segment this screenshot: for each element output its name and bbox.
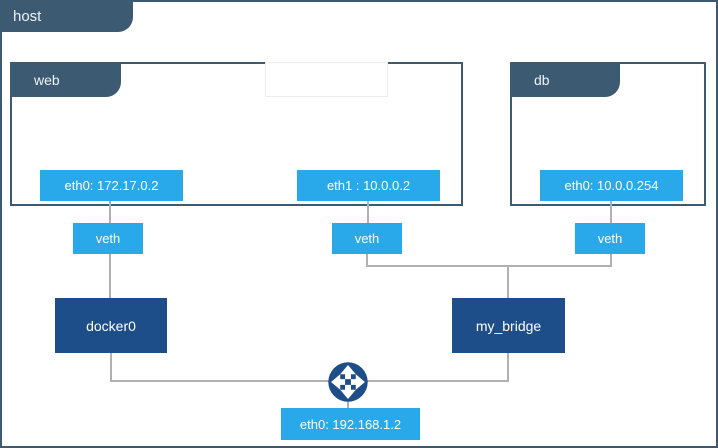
container-db-tab: db — [510, 62, 620, 97]
host-tab: host — [0, 0, 133, 32]
connector-db-eth0-to-veth3 — [610, 200, 612, 224]
web-eth1-text: eth1 : 10.0.0.2 — [326, 178, 411, 193]
web-eth1-interface-label: eth1 : 10.0.0.2 — [297, 170, 440, 201]
db-eth0-interface-label: eth0: 10.0.0.254 — [540, 170, 683, 201]
container-web-label: web — [34, 71, 60, 88]
connector-veth1-to-docker0 — [109, 253, 111, 299]
veth1-text: veth — [95, 231, 121, 246]
connector-docker0-drop — [110, 352, 112, 382]
host-eth0-text: eth0: 192.168.1.2 — [299, 416, 402, 432]
connector-web-eth0-to-veth1 — [109, 200, 111, 224]
docker0-bridge-node: docker0 — [55, 298, 167, 353]
connector-bridges-to-router-rail — [110, 380, 509, 382]
veth3-text: veth — [597, 231, 623, 246]
connector-veth2-drop — [366, 253, 368, 267]
web-eth0-interface-label: eth0: 172.17.0.2 — [40, 170, 183, 201]
my-bridge-node: my_bridge — [452, 298, 565, 353]
connector-rail-to-mybridge — [507, 265, 509, 299]
router-icon — [326, 360, 370, 404]
veth-node-1: veth — [73, 223, 143, 254]
connector-web-eth1-to-veth2 — [367, 200, 369, 224]
connector-mybridge-drop — [507, 352, 509, 382]
container-db-label: db — [534, 71, 550, 88]
host-eth0-interface-label: eth0: 192.168.1.2 — [281, 408, 420, 440]
my-bridge-text: my_bridge — [475, 317, 542, 334]
veth-node-3: veth — [575, 223, 645, 254]
connector-veths-to-mybridge-rail — [366, 265, 612, 267]
empty-artifact-box — [265, 62, 388, 97]
connector-veth3-drop — [610, 253, 612, 267]
veth-node-2: veth — [332, 223, 402, 254]
web-eth0-text: eth0: 172.17.0.2 — [64, 178, 159, 193]
host-label: host — [13, 7, 42, 25]
veth2-text: veth — [354, 231, 380, 246]
container-web-tab: web — [10, 62, 121, 97]
docker0-text: docker0 — [86, 317, 136, 334]
db-eth0-text: eth0: 10.0.0.254 — [564, 178, 659, 193]
